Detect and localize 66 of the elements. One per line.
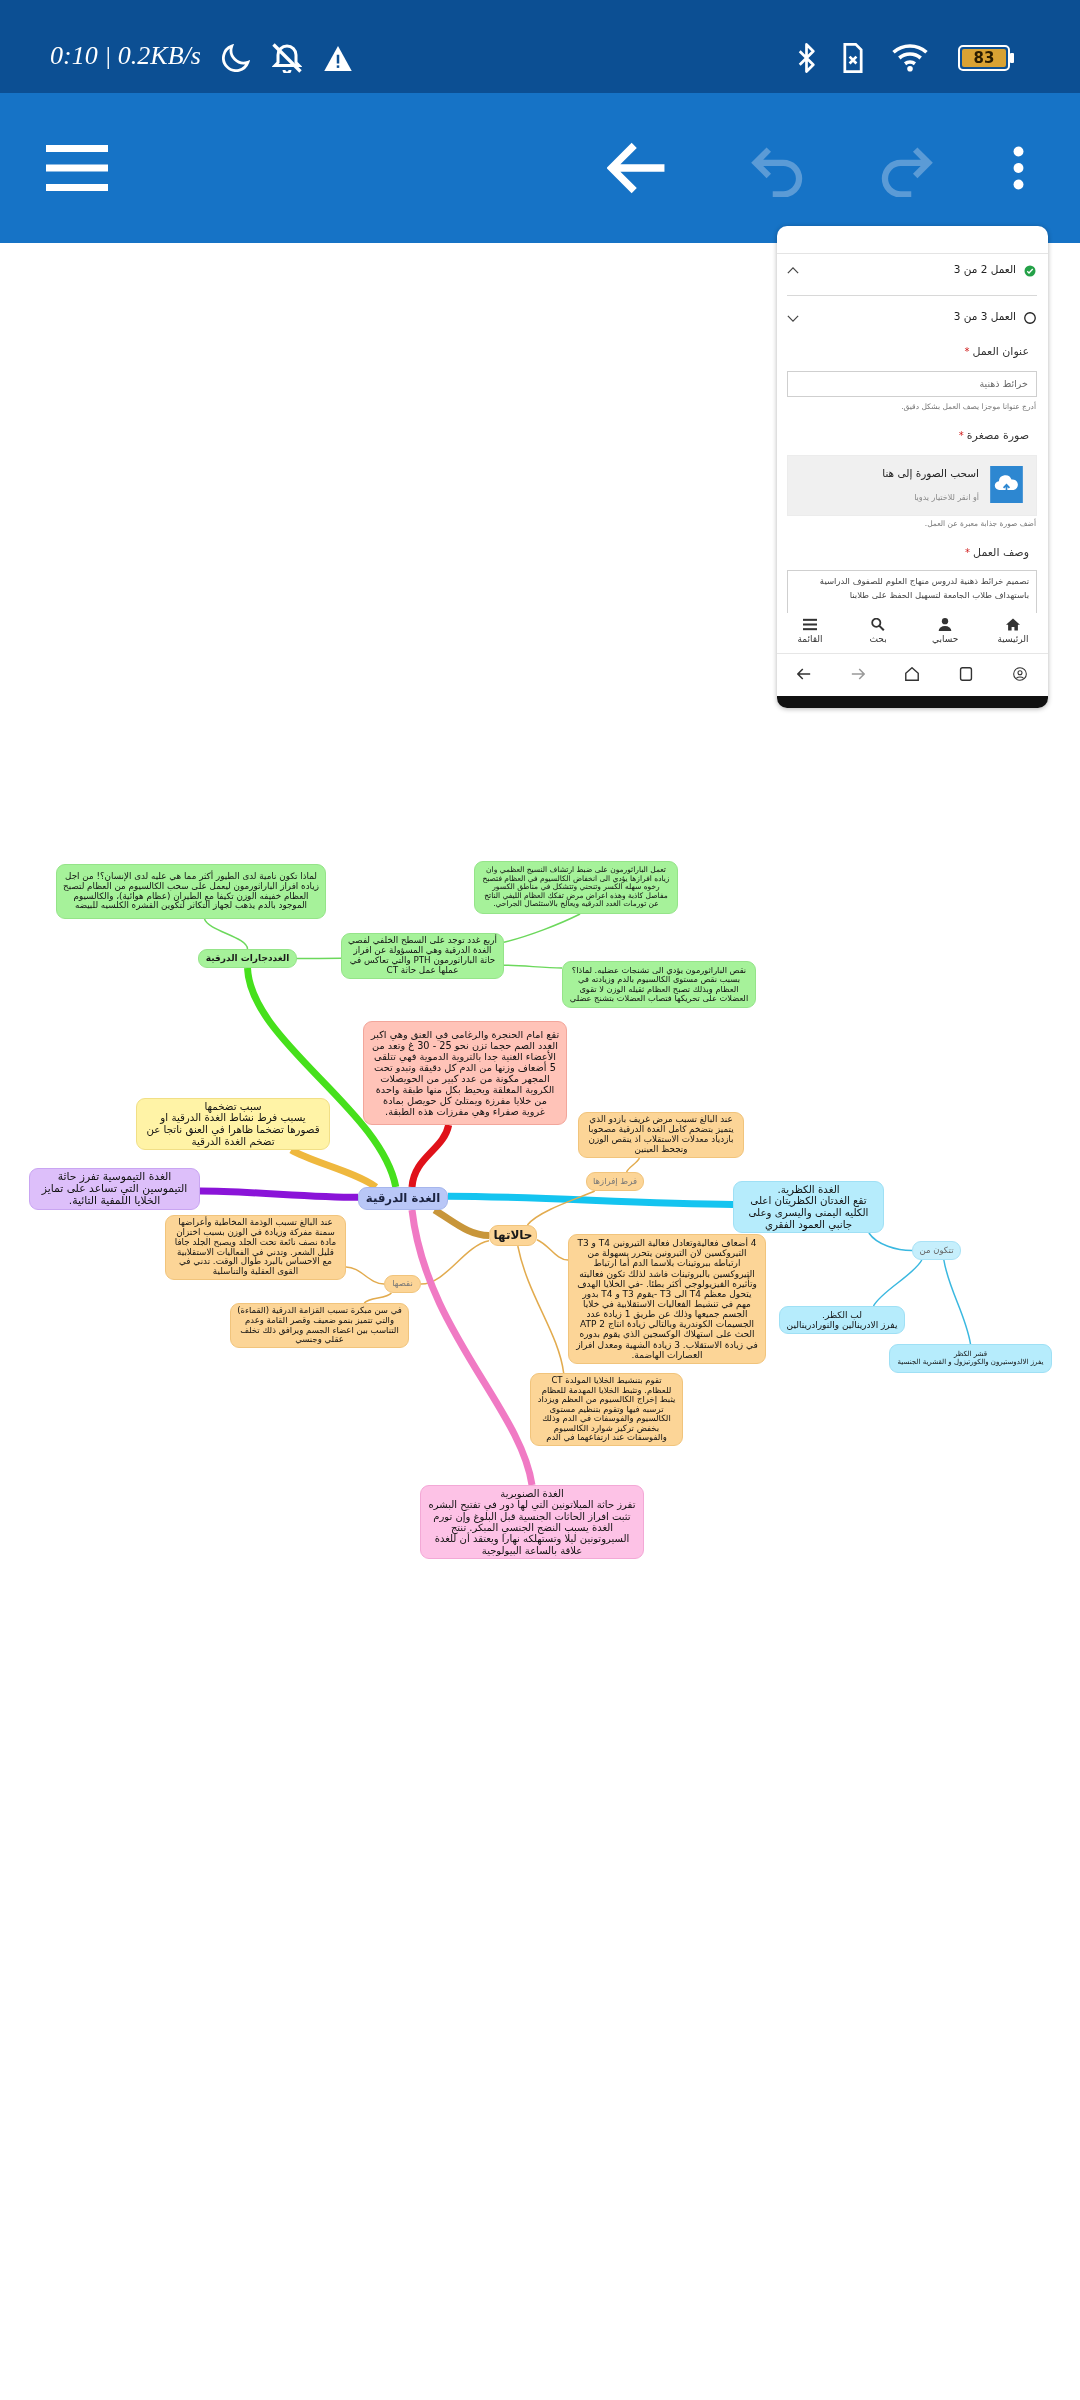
branch-line bbox=[408, 1209, 536, 1486]
upload-title: اسحب الصورة إلى هنا bbox=[882, 467, 979, 479]
branch-line bbox=[526, 1190, 596, 1226]
topic-heading: الغدة الصنوبرية bbox=[500, 1488, 564, 1500]
field-label: صورة مصغرة bbox=[966, 429, 1029, 442]
topic-box bbox=[733, 1181, 884, 1233]
topic-text: يسبب فرط نشاط الغدة الدرقية او قصورها تضخما ظاهرا في العنق ناتجا عن تضخم الغدة الدرقية bbox=[145, 1112, 321, 1148]
topic-box bbox=[779, 1306, 905, 1334]
topic-text: تفرز حاثة الميلاتونين التي لها دور في تفتيح البشره تثبت افراز الحاثات الجنسية قبل البلوغ وإن تورم الغدة يسبب النضج الجنسي المبكر. تنتج السيروتونين ليلا وتستهلكه نهارا ويعتقد أن للغدة علاقة بالساعة البيولوجية bbox=[427, 1499, 637, 1556]
branch-line bbox=[203, 918, 249, 950]
section-title: العمل 3 من 3 bbox=[953, 310, 1016, 322]
required-mark: * bbox=[958, 430, 964, 441]
branch-line bbox=[345, 1266, 385, 1285]
branch-line bbox=[503, 913, 581, 943]
topic-text: يفرز الادرينالين والنورادرينالين bbox=[786, 1320, 898, 1331]
topic-box: عند البالغ تسبب الوذمة المخاطية وأعراضها سمنة مفركة وزيادة في الوزن بسبب اختزان مادة نصف نائعة تحت الجلد ويصبح الجلد جافا قليل الشعر. وتدني في الفعاليات الاستقلابية مع الاحساس بالبرد طوال الوقت. تدني في القوى العقلية والتناسلية bbox=[165, 1215, 346, 1280]
topic-box bbox=[136, 1098, 330, 1150]
battery-level: 83 bbox=[973, 49, 995, 67]
section-title: العمل 2 من 3 bbox=[953, 263, 1016, 275]
topic-box: نقصها bbox=[384, 1275, 421, 1293]
field-label: وصف العمل bbox=[973, 546, 1029, 559]
input-field: خرائط ذهنية bbox=[787, 371, 1037, 397]
branch-line bbox=[296, 957, 342, 960]
topic-text: تقع الغدتان الكظريتان اعلى الكليه اليمنى واليسرى وعلى جانبي العمود الفقري bbox=[747, 1195, 870, 1231]
topic-box: نقص الباراثورمون يؤدي الى تشنجات عضليه. لماذا؟ بسبب نقص مستوى الكالسيوم بالدم وزيادته في العظام وبذلك تصبح العظام ثقيله الوزن لا تقوى العضلات على تحريكها فتصاب العضلات بتشنج عضلي bbox=[562, 961, 756, 1008]
topic-box bbox=[889, 1344, 1052, 1373]
topic-box: الغددجارات الدرقية bbox=[198, 949, 297, 968]
branch-line bbox=[943, 1259, 972, 1345]
topic-box: 4 أضعاف فعاليةوتعادل فعالية التيرونين T4 و T3 التيروكسين لان التيرونين يتحرر بسهولة من ارتباطه ببروتينات بلاسما الدم أما ارتباط التيروكسين بالبروتينات فاشد لذلك تكون فعاليته وتأثيره الفيزيولوجي أكثر بطئا. -في الخلايا الهدف يتحول معظم T4 الى T3 -يقوم T3 و T4 بدور مهم في تنشيط الفعاليات الاستقلابية في خلايا الجسم جميعها وذلك عن طريق 1 زيادة عدد الجسيمات الكوندرية وبالتالي زيادة انتاج ATP 2 الحث على استهلاك الوكسجين الذي يقوم بدوره في زيادة الاستقلاب. 3 زيادة الشهية ومعدل افراز العصارات الهاضمة. bbox=[568, 1234, 766, 1364]
branch-line bbox=[432, 1207, 490, 1239]
status-text: 0:10 | 0.2KB/s bbox=[50, 40, 201, 72]
topic-box: تقوم بتنشيط الخلايا المولدة CT للعظام. وتثبط الخلايا المهدمة للعظام يثبط إخراج الكالسيوم من العظم ويزداد ترسبه فيها وتقوم بتنظيم مستوى الكالسيوم والفوسفات في الدم وذلك بخفض تركيز شوارد الكالسيوم والفوسفات عند ارتفاعهما في الدم bbox=[530, 1373, 683, 1446]
central-topic: الغدة الدرقية bbox=[358, 1187, 448, 1210]
branch-line bbox=[447, 1192, 734, 1208]
topic-box: حالاتها bbox=[489, 1225, 537, 1246]
upload-hint: أو انقر للاختيار يدويا bbox=[914, 493, 979, 502]
topic-box: في سن مبكرة تسبب القزامة الدرقية (القماءة) والتي تتميز بنمو ضعيف وقصر القامة وعدم التناسب بين اعضاء الجسم ويرافق ذلك تخلف عقلي وجنسي bbox=[230, 1303, 409, 1348]
branch-line bbox=[625, 1157, 641, 1173]
branch-line bbox=[503, 964, 563, 969]
required-mark: * bbox=[965, 547, 971, 558]
branch-line bbox=[363, 1292, 393, 1304]
topic-box bbox=[420, 1485, 644, 1559]
branch-line bbox=[872, 1259, 923, 1307]
field-label: عنوان العمل bbox=[972, 345, 1029, 358]
topic-box: لماذا تكون نامية لدى الطيور أكثر مما هي عليه لدى الإنسان؟! من اجل زياده افراز الباراثورمون ليعمل على سحب الكالسيوم من العظام لتصبح العظام خفيفه الوزن تكيفا مع الطيران (عظام هوائية)، والكالسيوم الموجود بالدم يذهب لجهاز التكاثر لتكوين القشره الكلسيه للبيضه bbox=[56, 864, 326, 919]
branch-line bbox=[536, 1238, 569, 1261]
nav-label: القائمة bbox=[797, 634, 823, 644]
nav-label: الرئيسية bbox=[997, 634, 1029, 644]
topic-box: عند البالغ تسبب مرض غريف بازدو الذي يتميز بتضخم كامل الغدة الدرقية مصحوبا بازدياد معدلات الاستقلاب اذ ينقص الوزن وتجحظ العينين bbox=[578, 1112, 744, 1158]
topic-box: تقع امام الحنجرة والرغامى في العنق وهي اكبر الغدد الصم حجما تزن نحو 25 - 30 غ وتعد من الأعضاء الغنية جدا بالتروية الدموية فهي تتلقى 5 أضعاف وزنها من الدم كل دقيقة وتبدو تحت المجهر مكونة من عدد كبير من الحويصلات الكروية المغلقة ويحيط بكل منها طبقة واحدة من خلايا مفرزة ويمتلئ كل حويصل بمادة غروية صفراء وهي مفرزات هذه الطبقة. bbox=[363, 1021, 567, 1125]
required-mark: * bbox=[964, 346, 970, 357]
nav-label: بحث bbox=[869, 634, 887, 644]
topic-heading: لب الكظر. bbox=[822, 1309, 862, 1320]
branch-line bbox=[199, 1187, 359, 1201]
topic-heading: الغدة الكظرية. bbox=[777, 1183, 840, 1196]
topic-box: فرط إفرازها bbox=[586, 1172, 644, 1191]
topic-box: الغدة التيموسية تفرز حاثة التيموسين التي تساعد على تمايز الخلايا اللمفية التائية. bbox=[29, 1168, 200, 1210]
branch-line bbox=[244, 967, 400, 1189]
topic-box: تتكون من bbox=[912, 1241, 961, 1260]
branch-line bbox=[408, 1124, 453, 1188]
branch-line bbox=[420, 1240, 490, 1285]
branch-line bbox=[517, 1245, 565, 1374]
nav-label: حسابي bbox=[932, 634, 959, 644]
branch-line bbox=[868, 1232, 913, 1252]
topic-box: أربع غدد توجد على السطح الخلفي لفصي الغدة الدرقية وهي المسؤولة عن افراز حاثة الباراثورمون PTH والتي تعاكس في عملها عمل حاثة CT bbox=[341, 933, 504, 979]
topic-heading: سبب تضخمها bbox=[204, 1100, 262, 1113]
